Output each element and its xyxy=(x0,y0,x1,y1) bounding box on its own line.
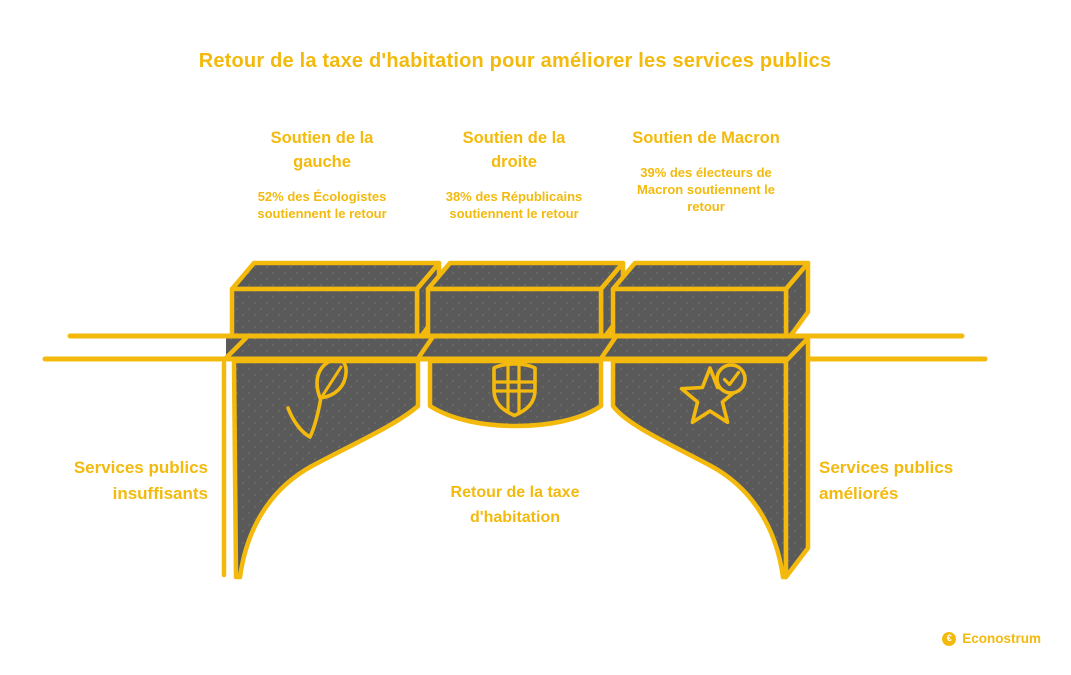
top-block-center xyxy=(425,260,626,345)
coin-icon: € xyxy=(942,631,957,646)
shield-cross-icon xyxy=(492,362,537,418)
credit-text: Econostrum xyxy=(962,631,1041,646)
deck-band xyxy=(226,338,806,358)
top-block-right xyxy=(610,260,811,345)
column-right-support: Soutien de la droite 38% des Républicain… xyxy=(414,127,614,222)
pier-face-center xyxy=(427,358,604,429)
gap-diagonal-2 xyxy=(599,335,618,360)
column-detail: 38% des Républicains soutiennent le reto… xyxy=(445,188,583,221)
bridge-label-left: Services publics insuffisants xyxy=(73,458,208,503)
pier-right-side-face xyxy=(783,335,811,580)
column-detail: 39% des électeurs de Macron soutiennent … xyxy=(637,164,775,215)
column-heading: Soutien de Macron xyxy=(632,129,780,147)
leaf-icon xyxy=(286,357,348,439)
star-check-icon xyxy=(679,363,747,425)
bridge-label-right: Services publics améliorés xyxy=(819,458,954,503)
column-detail: 52% des Écologistes soutiennent le retou… xyxy=(257,188,387,221)
top-block-left xyxy=(229,260,442,345)
column-left-support: Soutien de la gauche 52% des Écologistes… xyxy=(222,127,422,222)
pier-face-right xyxy=(610,358,789,580)
pier-face-left xyxy=(231,358,421,580)
column-macron-support: Soutien de Macron 39% des électeurs de M… xyxy=(606,127,806,215)
pier-left-top-diagonal xyxy=(221,335,249,363)
bridge-label-center: Retour de la taxe d'habitation xyxy=(450,484,580,526)
page-title: Retour de la taxe d'habitation pour amél… xyxy=(198,50,832,72)
gap-diagonal-1 xyxy=(416,335,435,360)
column-heading: Soutien de la gauche xyxy=(270,129,374,171)
credit-line: € Econostrum xyxy=(942,631,1041,646)
column-heading: Soutien de la droite xyxy=(462,129,566,171)
